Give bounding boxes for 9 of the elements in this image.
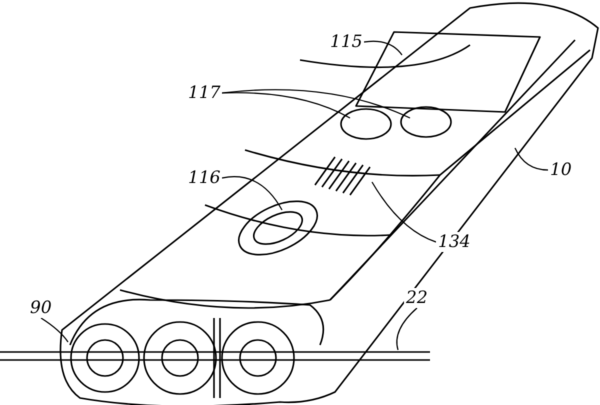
- leader-line: [222, 176, 283, 210]
- leader-line: [396, 308, 418, 350]
- leader-line: [222, 89, 410, 119]
- callout-number: 134: [436, 232, 472, 252]
- leader-line: [40, 318, 68, 342]
- leader-line: [364, 40, 402, 56]
- leader-line: [514, 148, 548, 171]
- callout-number: 90: [28, 298, 54, 318]
- leader-line: [371, 182, 436, 243]
